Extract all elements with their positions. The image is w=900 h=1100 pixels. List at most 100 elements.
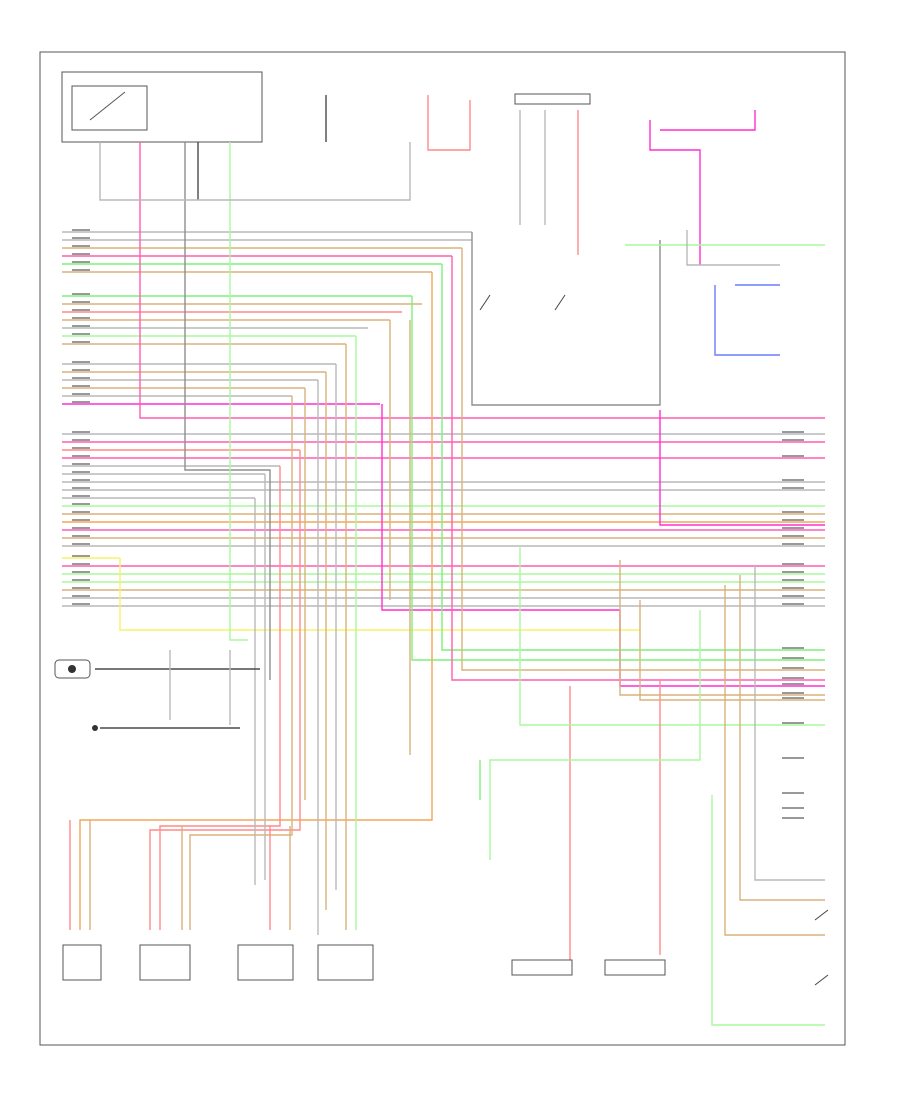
wire-label-mark (782, 692, 804, 694)
wire (99, 142, 411, 201)
wire (659, 410, 825, 526)
wire-label-mark (72, 595, 90, 597)
wire (411, 296, 825, 661)
wire-label-mark (782, 587, 804, 589)
wire-label-mark (72, 369, 90, 371)
wire-label-mark (72, 447, 90, 449)
wire (714, 285, 780, 356)
wire-label-mark (782, 697, 804, 699)
instrument-cluster-icon (71, 85, 148, 131)
wire-label-mark (782, 487, 804, 489)
wire (739, 575, 825, 901)
wire-label-mark (72, 301, 90, 303)
wire (159, 466, 281, 930)
wire-label-mark (72, 237, 90, 239)
wire-label-mark (72, 603, 90, 605)
wire-label-mark (782, 817, 804, 819)
wire (754, 565, 825, 881)
wire-label-mark (72, 463, 90, 465)
wire-label-mark (72, 495, 90, 497)
wire (660, 110, 756, 131)
connector-icon (604, 959, 666, 976)
wire-label-mark (72, 317, 90, 319)
wire-label-mark (782, 807, 804, 809)
wire (184, 142, 271, 680)
wire-label-mark (72, 261, 90, 263)
wire-label-mark (72, 563, 90, 565)
combination-switch-box (514, 93, 591, 105)
wire-label-mark (782, 683, 804, 685)
wire (711, 795, 825, 1026)
instrument-cluster-box (61, 71, 263, 143)
wire-label-mark (782, 511, 804, 513)
wire (471, 232, 661, 406)
wire-label-mark (72, 333, 90, 335)
connector-icon (317, 944, 374, 981)
wire-label-mark (782, 563, 804, 565)
wire (441, 264, 825, 651)
wire-label-mark (782, 603, 804, 605)
wire-label-mark (72, 293, 90, 295)
wire (79, 272, 433, 930)
wire (381, 404, 825, 687)
switch-icon (479, 294, 829, 986)
wire-label-mark (782, 535, 804, 537)
wire (119, 558, 640, 631)
wire (519, 546, 825, 726)
wire (461, 248, 825, 671)
diagram-frame (39, 51, 846, 1046)
wire-label-mark (72, 555, 90, 557)
wire (619, 560, 825, 696)
wire (189, 396, 293, 930)
wire-label-mark (72, 385, 90, 387)
wire-label-mark (72, 587, 90, 589)
wire-label-mark (72, 527, 90, 529)
wire-label-mark (782, 792, 804, 794)
wire-label-mark (72, 471, 90, 473)
wire-label-mark (782, 431, 804, 433)
wire-harness (62, 95, 825, 1026)
wire-label-mark (72, 479, 90, 481)
wire-label-mark (782, 757, 804, 759)
wire-label-mark (72, 341, 90, 343)
wire-label-mark (782, 595, 804, 597)
wire-label-mark (72, 579, 90, 581)
wire-label-mark (72, 455, 90, 457)
wire-label-mark (72, 245, 90, 247)
speaker-icon (54, 659, 98, 731)
wire-label-mark (72, 439, 90, 441)
wire-label-mark (782, 527, 804, 529)
wire-label-mark (782, 439, 804, 441)
wire-label-mark (782, 722, 804, 724)
connector-icon (511, 959, 573, 976)
wire-label-mark (782, 657, 804, 659)
wire-label-mark (72, 229, 90, 231)
wire (149, 450, 301, 930)
wire (451, 256, 825, 681)
wire-label-mark (72, 519, 90, 521)
wire (229, 142, 248, 641)
wire-label-mark (72, 393, 90, 395)
wire-label-mark (782, 579, 804, 581)
wire (427, 95, 471, 151)
wire-label-mark (782, 667, 804, 669)
wire-label-mark (72, 503, 90, 505)
wire-label-mark (782, 479, 804, 481)
wire-label-mark (782, 543, 804, 545)
wire-label-mark (72, 253, 90, 255)
wire-label-mark (72, 431, 90, 433)
wire-label-mark (72, 269, 90, 271)
component-labels (72, 229, 804, 819)
wire-label-mark (72, 309, 90, 311)
wire-label-mark (72, 325, 90, 327)
wire-label-mark (72, 377, 90, 379)
wire-label-mark (72, 401, 90, 403)
wire-label-mark (72, 571, 90, 573)
wire-label-mark (72, 361, 90, 363)
wire (649, 120, 701, 265)
wire-label-mark (782, 647, 804, 649)
wire (489, 610, 701, 860)
wire-label-mark (782, 677, 804, 679)
